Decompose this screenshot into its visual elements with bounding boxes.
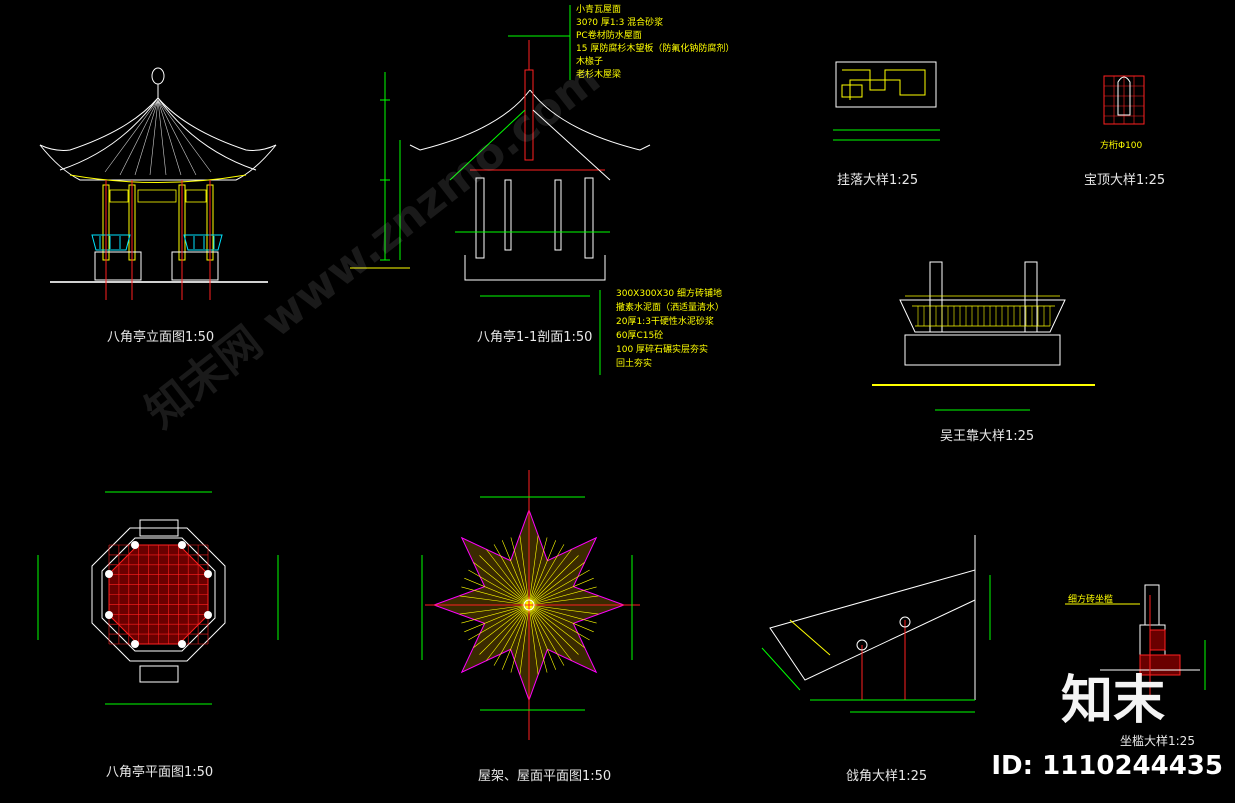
roof-rib (528, 604, 597, 624)
roof-rib (528, 562, 585, 606)
roof-rib (461, 586, 530, 606)
roof-rib (519, 604, 530, 675)
roof-rib (493, 604, 530, 666)
roof-rib (486, 604, 530, 661)
gualuo-drawing (833, 61, 940, 141)
roof-rib (528, 549, 572, 606)
elevation-drawing (39, 67, 277, 300)
note-bottom-3: 20厚1:3干硬性水泥砂浆 (616, 315, 714, 327)
qiangjiao-drawing (761, 535, 991, 713)
roof-rib (461, 604, 530, 624)
roofplan-drawing (421, 470, 640, 740)
roof-rib (459, 604, 530, 615)
roof-rib (528, 555, 579, 606)
zuolan-label: 细方砖坐槛 (1068, 593, 1113, 605)
zuolan-drawing (1065, 584, 1206, 700)
roof-rib (528, 604, 548, 673)
caption-section: 八角亭1-1剖面1:50 (477, 330, 593, 345)
section-notes-top: 小青瓦屋面 30?0 厚1:3 混合砂浆 PC卷材防水屋面 15 厚防腐杉木望板… (576, 3, 734, 80)
roof-rib (528, 604, 539, 675)
roof-rib (528, 604, 590, 641)
roof-rib (528, 604, 557, 670)
roof-rib (528, 586, 597, 606)
roof-rib (510, 604, 530, 673)
roof-rib (528, 604, 572, 661)
roof-rib (528, 577, 594, 606)
brand-id: ID: 1110244435 (991, 751, 1223, 781)
roof-rib (459, 595, 530, 606)
roof-rib (528, 569, 590, 606)
roof-rib (464, 577, 530, 606)
caption-baoding: 宝顶大样1:25 (1084, 173, 1166, 188)
section-drawing (350, 5, 651, 375)
note-top-6: 老杉木屋梁 (576, 68, 621, 80)
note-top-3: PC卷材防水屋面 (576, 29, 642, 41)
baoding-drawing (1103, 75, 1145, 125)
caption-plan: 八角亭平面图1:50 (106, 765, 214, 780)
caption-elevation: 八角亭立面图1:50 (107, 330, 215, 345)
roof-rib (501, 540, 530, 606)
roof-rib (479, 555, 530, 606)
roof-rib (501, 604, 530, 670)
roof-rib (468, 604, 530, 641)
roof-rib (528, 540, 557, 606)
baoding-label: 方桁Φ100 (1100, 139, 1143, 151)
caption-qiangjiao: 戗角大样1:25 (846, 769, 928, 784)
caption-gualuo: 挂落大样1:25 (837, 173, 919, 188)
roof-rib (479, 604, 530, 655)
caption-wuwangkao: 吴王靠大样1:25 (940, 429, 1035, 444)
roof-rib (528, 604, 579, 655)
roof-rib (510, 537, 530, 606)
caption-zuolan: 坐槛大样1:25 (1120, 734, 1195, 748)
roof-rib (528, 595, 599, 606)
roof-rib (528, 604, 585, 648)
roof-rib (468, 569, 530, 606)
roof-rib (528, 544, 565, 606)
roof-rib (528, 604, 594, 633)
roof-rib (493, 544, 530, 606)
roof-rib (528, 535, 539, 606)
note-top-5: 木椽子 (576, 55, 603, 67)
roof-rib (473, 604, 530, 648)
roof-rib (519, 535, 530, 606)
note-bottom-2: 撒素水泥面（洒适量清水） (616, 301, 724, 313)
note-top-2: 30?0 厚1:3 混合砂浆 (576, 16, 663, 28)
note-bottom-5: 100 厚碎石碾实层夯实 (616, 343, 708, 355)
wuwangkao-drawing (872, 261, 1095, 411)
note-top-4: 15 厚防腐杉木望板（防氟化钠防腐剂） (576, 42, 734, 54)
roof-rib (464, 604, 530, 633)
caption-roofplan: 屋架、屋面平面图1:50 (478, 769, 612, 784)
roof-rib (528, 604, 565, 666)
roof-rib (473, 562, 530, 606)
roof-rib (528, 604, 599, 615)
roof-rib (486, 549, 530, 606)
section-notes-bottom: 300X300X30 细方砖铺地 撒素水泥面（洒适量清水） 20厚1:3干硬性水… (616, 287, 724, 369)
brand-logo: 知末 (1060, 671, 1165, 731)
plan-drawing (37, 491, 279, 705)
note-bottom-1: 300X300X30 细方砖铺地 (616, 287, 722, 299)
roof-rib (528, 537, 548, 606)
note-bottom-6: 回土夯实 (616, 357, 652, 369)
note-bottom-4: 60厚C15砼 (616, 329, 663, 341)
note-top-1: 小青瓦屋面 (576, 3, 621, 15)
